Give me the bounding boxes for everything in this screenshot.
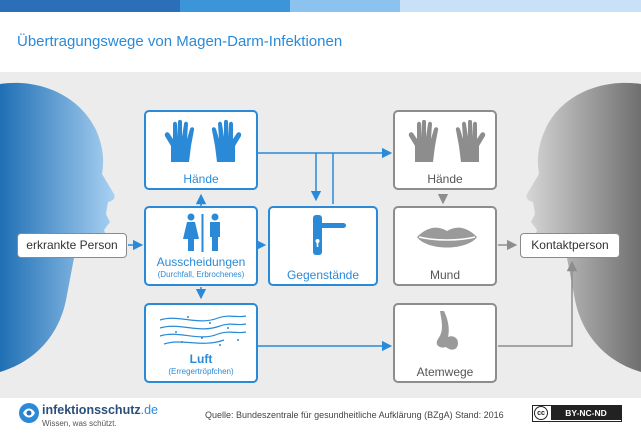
license-badge: cc BY-NC-ND: [532, 405, 622, 422]
logo-wordmark: infektionsschutz.de: [42, 403, 158, 417]
node-atemwege: Atemwege: [393, 303, 497, 383]
logo-main: infektionsschutz: [42, 403, 141, 417]
top-bar-segment: [180, 0, 290, 12]
toilet-people-icon: [183, 213, 220, 252]
node-haende-left-label: Hände: [183, 172, 219, 186]
door-handle-icon: [313, 215, 346, 255]
page-title: Übertragungswege von Magen-Darm-Infektio…: [17, 33, 343, 50]
node-ausscheidungen-sublabel: (Durchfall, Erbrochenes): [157, 270, 245, 279]
node-haende-right: Hände: [393, 110, 497, 190]
logo-tagline: Wissen, was schützt.: [42, 419, 117, 428]
air-droplets-icon: [159, 315, 247, 346]
top-color-bar: [0, 0, 641, 12]
lips-icon: [417, 227, 477, 248]
hands-icon: [408, 120, 486, 162]
hands-icon: [164, 120, 242, 162]
arrow-atemwege-to-kontaktperson: [498, 260, 578, 347]
sick-person-head: [0, 82, 115, 373]
node-haende-right-label: Hände: [427, 172, 463, 186]
node-gegenstaende-label: Gegenstände: [286, 268, 360, 282]
source-note: Quelle: Bundeszentrale für gesundheitlic…: [205, 410, 504, 420]
top-bar-segment: [0, 0, 180, 12]
node-luft-sublabel: (Erregertröpfchen): [168, 367, 234, 376]
node-mund: Mund: [393, 206, 497, 286]
nose-icon: [436, 311, 458, 350]
license-text: BY-NC-ND: [551, 406, 621, 420]
source-person-label: erkrankte Person: [17, 233, 127, 258]
node-gegenstaende: Gegenstände: [268, 206, 378, 286]
node-luft-label: Luft: [189, 352, 213, 366]
node-ausscheidungen-label: Ausscheidungen: [156, 255, 246, 269]
top-bar-segment: [400, 0, 641, 12]
cc-icon: cc: [534, 406, 548, 420]
top-bar-segment: [290, 0, 400, 12]
node-ausscheidungen: Ausscheidungen (Durchfall, Erbrochenes): [144, 206, 258, 286]
node-mund-label: Mund: [429, 268, 461, 282]
node-luft: Luft (Erregertröpfchen): [144, 303, 258, 383]
target-person-label: Kontaktperson: [520, 233, 620, 258]
node-haende-left: Hände: [144, 110, 258, 190]
logo-domain: .de: [140, 403, 159, 417]
contact-person-head: [526, 82, 641, 373]
node-atemwege-label: Atemwege: [416, 365, 474, 379]
infektionsschutz-logo-icon: [19, 403, 39, 423]
